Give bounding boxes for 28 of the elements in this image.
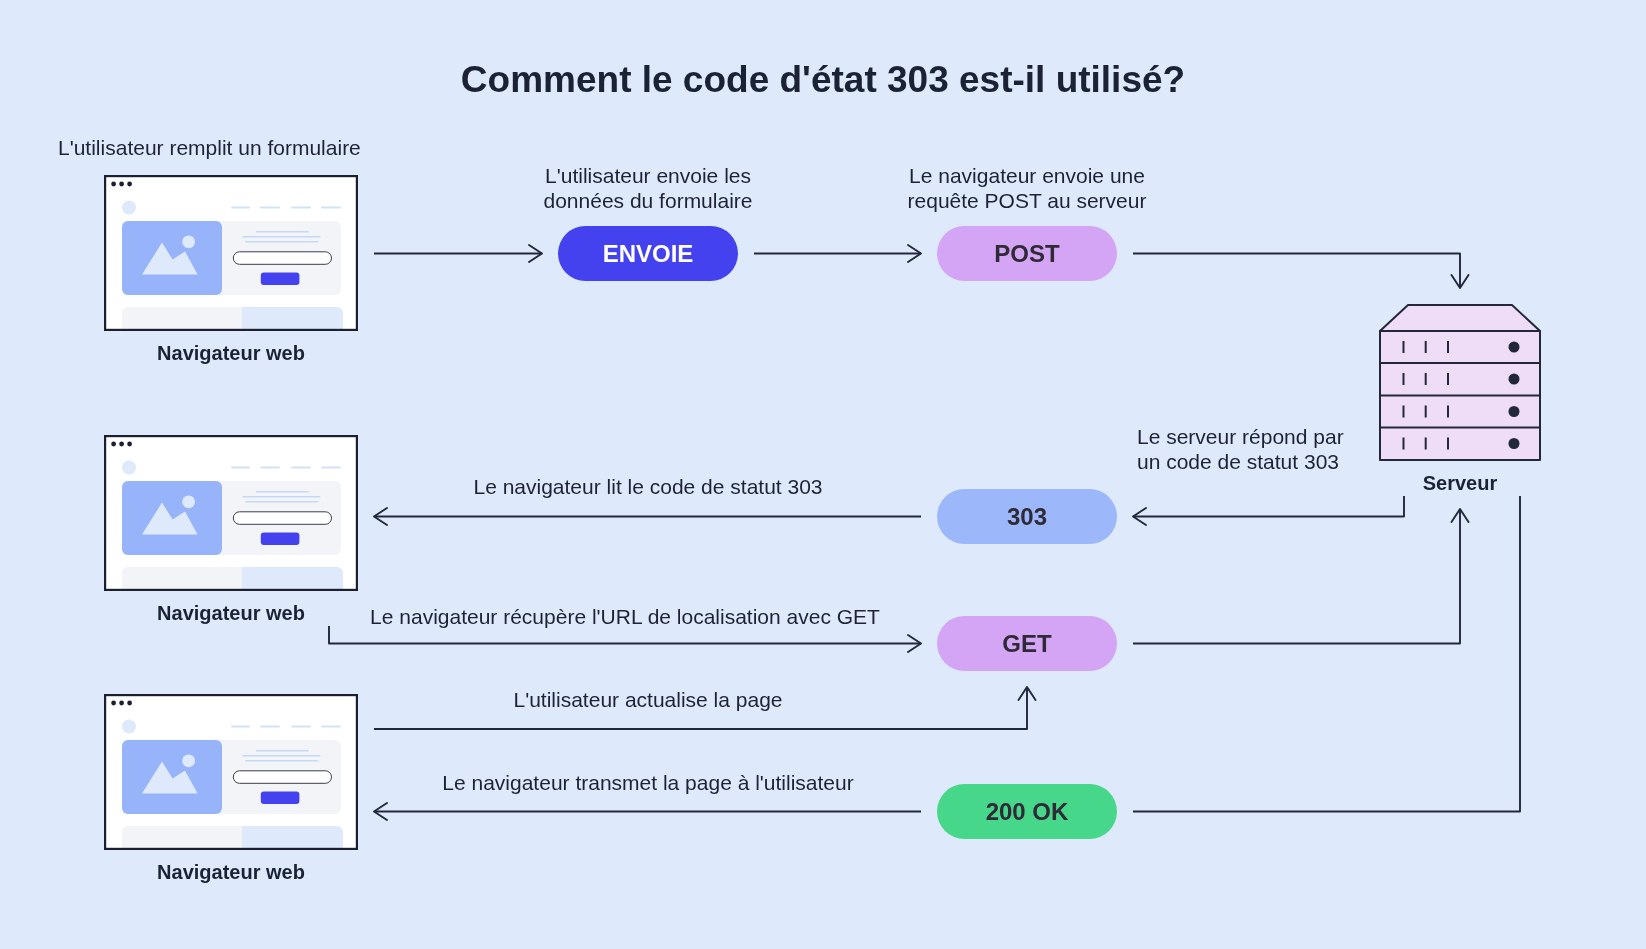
step-pill: 303 <box>937 489 1117 544</box>
arrow <box>373 686 1037 730</box>
edge-label: Le navigateur récupère l'URL de localisation avec GET <box>370 603 880 629</box>
arrow <box>373 802 922 821</box>
step-caption: L'utilisateur envoie les données du formulaire <box>542 163 754 213</box>
node-label: Navigateur web <box>157 603 305 623</box>
edge-label: Le navigateur transmet la page à l'utilisateur <box>442 769 854 795</box>
arrow <box>1132 508 1470 645</box>
edge-label: Le navigateur lit le code de statut 303 <box>473 473 823 499</box>
arrow <box>753 244 922 263</box>
arrow <box>373 244 543 263</box>
connector-line <box>1132 495 1521 813</box>
arrow <box>373 507 922 526</box>
step-pill: POST <box>937 226 1117 281</box>
node-label: Navigateur web <box>157 343 305 363</box>
node-label: Serveur <box>1422 473 1498 493</box>
step-pill: 200 OK <box>937 784 1117 839</box>
arrow <box>1132 252 1470 289</box>
edge-label: L'utilisateur actualise la page <box>513 686 783 712</box>
step-pill: ENVOIE <box>558 226 738 281</box>
edge-label: Le serveur répond par un code de statut 303 <box>1137 424 1345 474</box>
node-label: Navigateur web <box>157 862 305 882</box>
step-caption: Le navigateur envoie une requête POST au serveur <box>906 163 1148 213</box>
arrow <box>1132 495 1405 526</box>
arrow <box>328 625 922 653</box>
step-pill: GET <box>937 616 1117 671</box>
diagram-title: Comment le code d'état 303 est-il utilisé? <box>460 58 1186 102</box>
step-caption: L'utilisateur remplit un formulaire <box>58 134 361 160</box>
